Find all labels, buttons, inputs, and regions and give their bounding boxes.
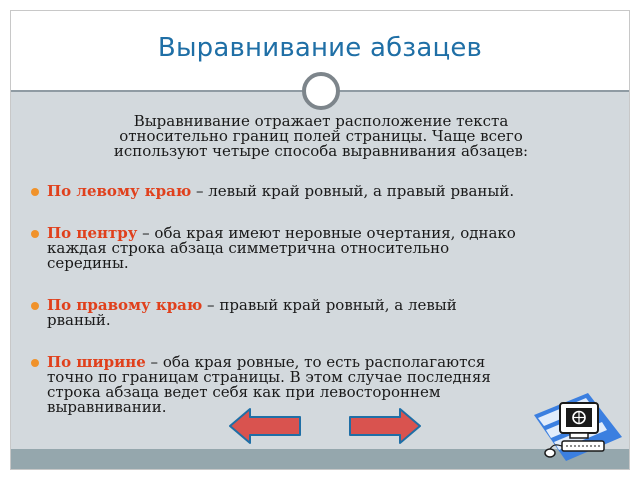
bullet-justify: По ширине – оба края ровные, то есть рас… [31, 355, 571, 415]
arrow-right-icon [349, 408, 421, 444]
bullet-line: рваный. [47, 311, 111, 329]
bottom-strip [11, 449, 629, 469]
intro-line: относительно границ полей страницы. Чаще… [119, 127, 523, 145]
back-button[interactable] [228, 407, 302, 445]
bullet-line: По правому краю – правый край ровный, а … [47, 298, 571, 313]
bullet-text: – оба края имеют неровные очертания, одн… [137, 224, 516, 242]
slide-title: Выравнивание абзацев [157, 33, 483, 63]
intro-text: Выравнивание отражает расположение текст… [71, 114, 571, 159]
bullet-line: каждая строка абзаца симметрична относит… [47, 239, 450, 257]
bullet-term: По левому краю [47, 182, 192, 200]
arrow-left-icon [229, 408, 301, 444]
bullet-line: По центру – оба края имеют неровные очер… [47, 226, 571, 241]
bullet-center-align: По центру – оба края имеют неровные очер… [31, 226, 571, 271]
divider-circle-icon [302, 72, 340, 110]
bullet-dot-icon [31, 188, 39, 196]
slide: Выравнивание абзацев Выравнивание отража… [10, 10, 630, 470]
content-area: Выравнивание отражает расположение текст… [11, 92, 629, 469]
bullet-line: точно по границам страницы. В этом случа… [47, 368, 491, 386]
next-button[interactable] [348, 407, 422, 445]
bullet-right-align: По правому краю – правый край ровный, а … [31, 298, 571, 328]
computer-icon [534, 393, 622, 461]
bullet-line: По левому краю – левый край ровный, а пр… [47, 184, 571, 199]
bullet-line: По ширине – оба края ровные, то есть рас… [47, 355, 571, 370]
bullet-dot-icon [31, 302, 39, 310]
bullet-dot-icon [31, 230, 39, 238]
bullet-term: По ширине [47, 353, 146, 371]
intro-line: используют четыре способа выравнивания а… [113, 142, 529, 160]
bullet-term: По правому краю [47, 296, 203, 314]
bullet-line: выравнивании. [47, 398, 167, 416]
intro-line: Выравнивание отражает расположение текст… [133, 112, 509, 130]
bullet-line: середины. [47, 254, 129, 272]
bullet-text: – левый край ровный, а правый рваный. [191, 182, 515, 200]
bullet-left-align: По левому краю – левый край ровный, а пр… [31, 184, 571, 199]
alignment-list: По левому краю – левый край ровный, а пр… [31, 184, 571, 415]
bullet-dot-icon [31, 359, 39, 367]
bullet-term: По центру [47, 224, 138, 242]
bullet-text: – правый край ровный, а левый [202, 296, 457, 314]
bullet-line: строка абзаца ведет себя как при левосто… [47, 383, 441, 401]
bullet-text: – оба края ровные, то есть располагаются [145, 353, 486, 371]
